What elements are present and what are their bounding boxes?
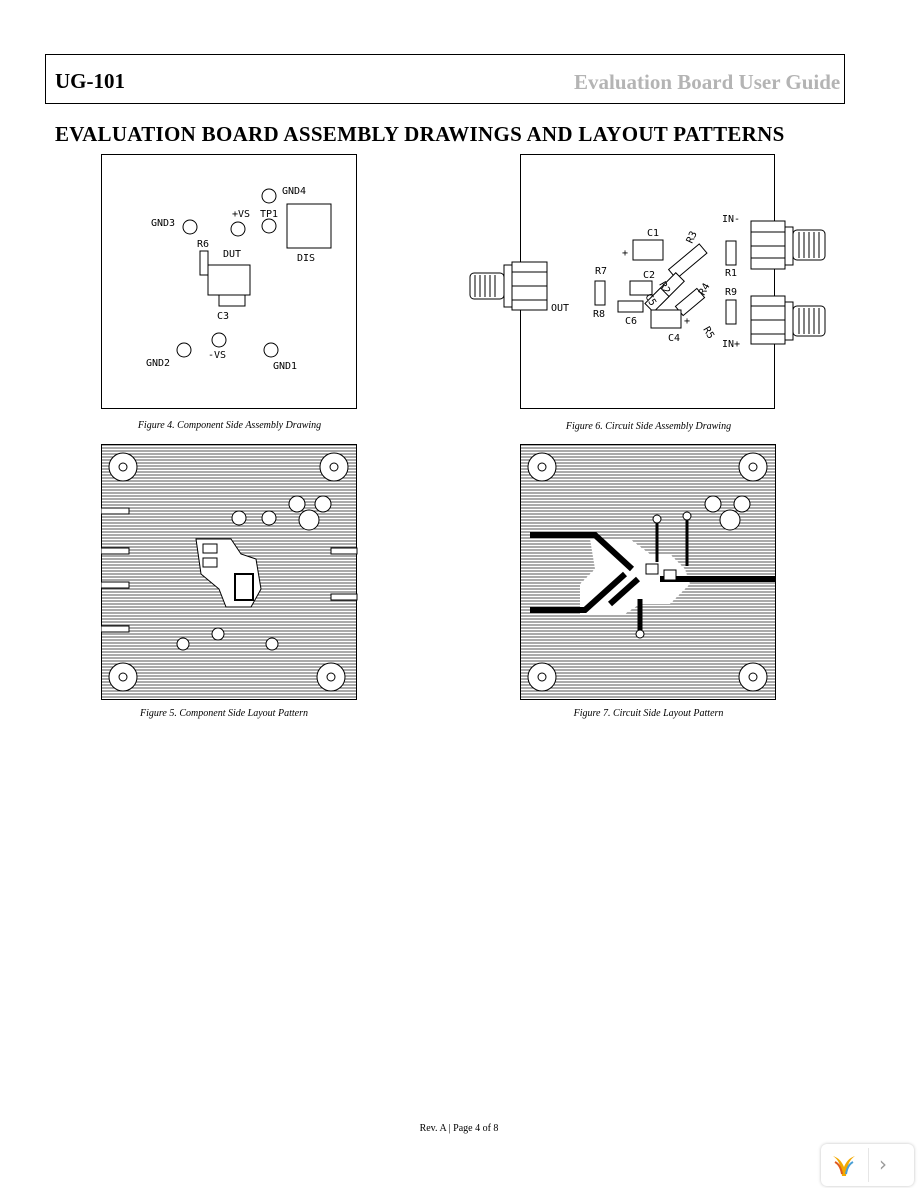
page-header: UG-101 Evaluation Board User Guide — [45, 54, 845, 104]
label-r3: R3 — [685, 230, 700, 246]
label-r6: R6 — [197, 239, 209, 250]
viewer-logo-icon[interactable] — [829, 1152, 859, 1180]
label-in-pos: IN+ — [722, 339, 740, 350]
label-c6: C6 — [625, 316, 637, 327]
label-dut: DUT — [223, 249, 241, 260]
label-in-neg: IN- — [722, 214, 740, 225]
figure-6-assembly-drawing: OUT IN- IN+ R1 R9 C1 + R7 R8 C2 — [465, 154, 835, 410]
label-r5: R5 — [700, 325, 716, 341]
label-vs-neg: -VS — [208, 350, 226, 361]
figure-5-layout-pattern — [101, 444, 358, 701]
label-plus-c1: + — [622, 248, 628, 259]
viewer-nav-divider — [868, 1148, 869, 1182]
label-plus-c4: + — [684, 316, 690, 327]
viewer-nav-widget: › — [821, 1144, 914, 1186]
label-r8: R8 — [593, 309, 605, 320]
label-tp1: TP1 — [260, 209, 278, 220]
label-dis: DIS — [297, 253, 315, 264]
label-r7: R7 — [595, 266, 607, 277]
label-c5: C5 — [642, 292, 658, 308]
label-c1: C1 — [647, 228, 659, 239]
section-title: EVALUATION BOARD ASSEMBLY DRAWINGS AND L… — [55, 122, 785, 146]
figure-6-caption: Figure 6. Circuit Side Assembly Drawing — [565, 421, 732, 432]
page-footer: Rev. A | Page 4 of 8 — [419, 1123, 499, 1134]
figure-4-caption: Figure 4. Component Side Assembly Drawin… — [137, 420, 322, 431]
figure-5-caption: Figure 5. Component Side Layout Pattern — [140, 708, 308, 719]
label-c4: C4 — [668, 333, 680, 344]
label-c3: C3 — [217, 311, 229, 322]
label-gnd1: GND1 — [273, 361, 297, 372]
doc-title: Evaluation Board User Guide — [574, 70, 841, 94]
figure-7-caption: Figure 7. Circuit Side Layout Pattern — [573, 708, 724, 719]
label-out: OUT — [551, 303, 569, 314]
doc-id: UG-101 — [55, 69, 125, 93]
label-r1: R1 — [725, 268, 737, 279]
label-r9: R9 — [725, 287, 737, 298]
label-r4: R4 — [697, 282, 713, 298]
next-page-arrow-icon[interactable]: › — [879, 1152, 887, 1176]
figure-4-assembly-drawing: GND4 GND3 +VS TP1 DIS R6 DUT C3 GND2 -VS… — [101, 154, 358, 410]
label-gnd3: GND3 — [151, 218, 175, 229]
label-vs-pos: +VS — [232, 209, 250, 220]
figure-7-layout-pattern — [520, 444, 777, 701]
label-gnd2: GND2 — [146, 358, 170, 369]
label-c2: C2 — [643, 270, 655, 281]
label-gnd4: GND4 — [282, 186, 306, 197]
